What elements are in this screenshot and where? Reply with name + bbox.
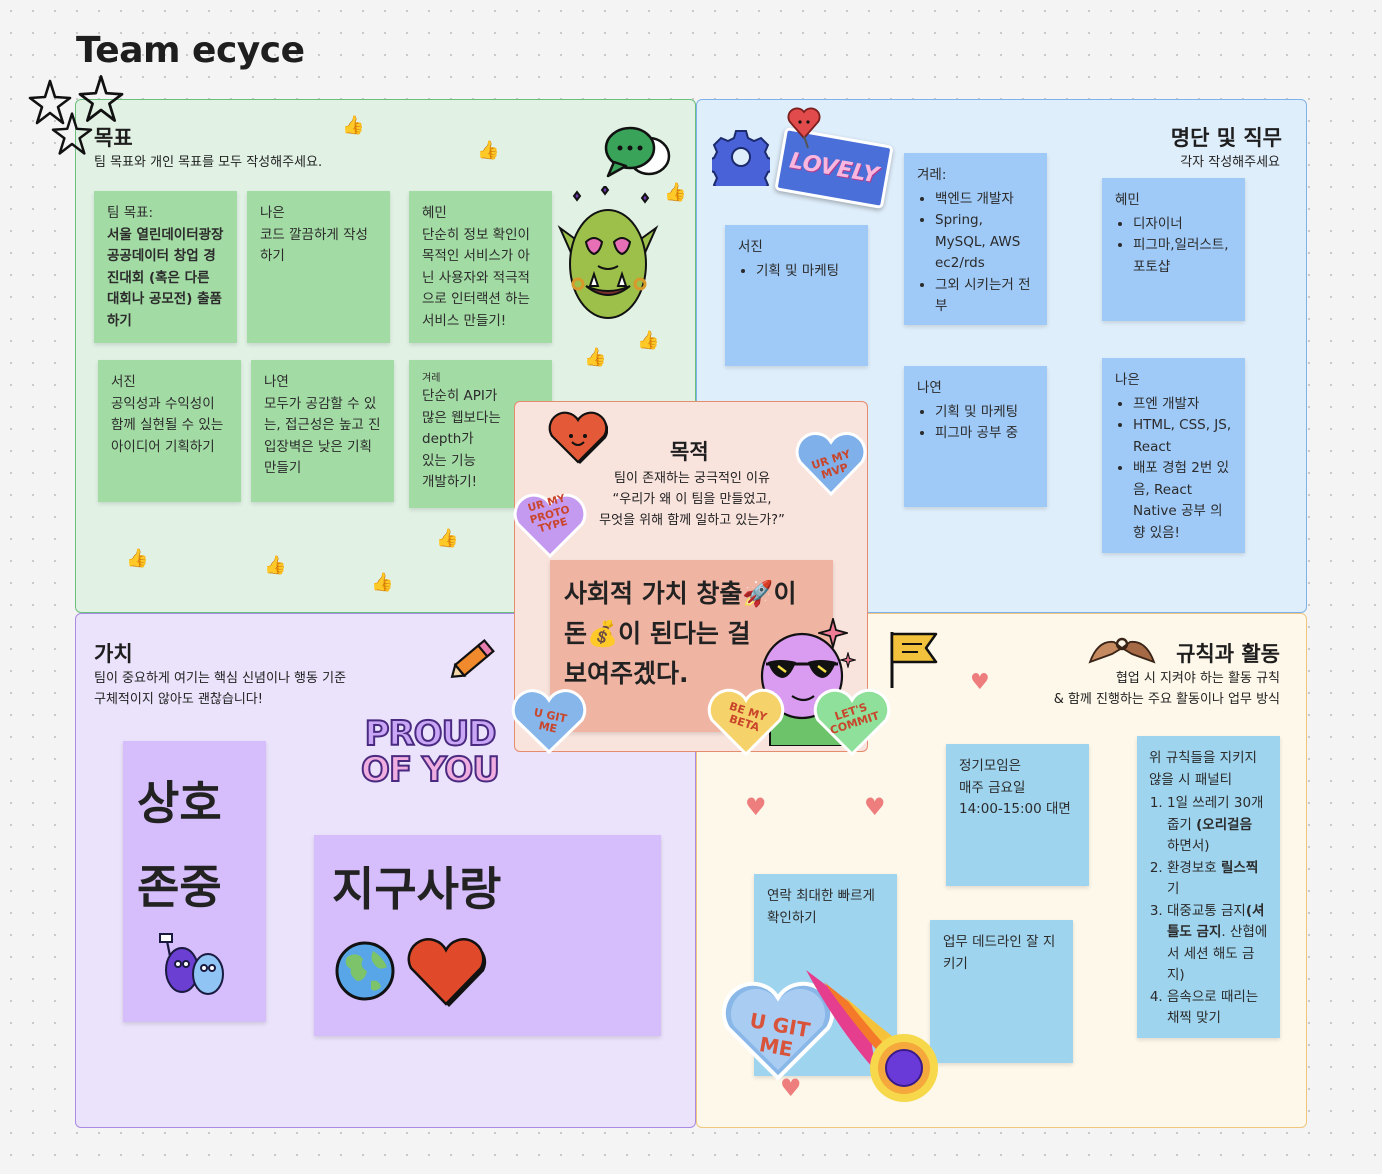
heart-icon: ♥ — [745, 793, 767, 821]
thumbs-up-icon: 👍 — [342, 115, 365, 136]
rules-subtitle-1: 협업 시 지켜야 하는 활동 규칙 — [1115, 671, 1280, 686]
sticky-note[interactable]: 나은 프엔 개발자 HTML, CSS, JS, React 배포 경험 2번 … — [1102, 358, 1245, 553]
rules-title: 규칙과 활동 — [1176, 642, 1280, 666]
value-subtitle-2: 구체적이지 않아도 괜찮습니다! — [94, 692, 263, 707]
sparkle-icon — [818, 618, 848, 648]
team-section: 명단 및 직무 각자 작성해주세요 서진 기획 및 마케팅 겨레: 백엔드 개발… — [696, 99, 1307, 613]
flag-icon — [890, 632, 938, 688]
goal-title: 목표 — [94, 126, 133, 150]
monster-pair-sticker-icon — [159, 933, 224, 995]
thumbs-up-icon: 👍 — [126, 548, 149, 569]
team-title: 명단 및 직무 — [1170, 126, 1282, 150]
goal-subtitle: 팀 목표와 개인 목표를 모두 작성해주세요. — [94, 155, 323, 170]
sticky-note[interactable]: 겨레 단순히 API가 많은 웹보다는 depth가 있는 기능 개발하기! — [409, 360, 552, 508]
sticky-note[interactable]: 정기모임은 매주 금요일 14:00-15:00 대면 — [946, 744, 1089, 886]
thumbs-up-icon: 👍 — [584, 347, 607, 368]
globe-icon — [335, 941, 395, 1001]
ur-my-proto-type-heart-sticker — [513, 493, 587, 559]
sticky-note[interactable]: 업무 데드라인 잘 지키기 — [930, 920, 1073, 1063]
purpose-subtitle-1: 팀이 존재하는 궁극적인 이유 — [614, 471, 770, 486]
goblin-sticker-icon — [557, 186, 659, 319]
team-subtitle: 각자 작성해주세요 — [1180, 155, 1280, 170]
value-title: 가치 — [94, 642, 133, 666]
u-git-me-heart-sticker — [511, 689, 587, 755]
sparkle-icon — [840, 652, 856, 668]
sticky-note[interactable]: 나연 모두가 공감할 수 있는, 접근성은 높고 진입장벽은 낮은 기획 만들기 — [251, 360, 394, 502]
sticky-note[interactable]: 지구사랑 — [314, 835, 661, 1036]
be-my-beta-heart-sticker — [707, 688, 785, 757]
value-subtitle-1: 팀이 중요하게 여기는 핵심 신념이나 행동 기준 — [94, 671, 347, 686]
thumbs-up-icon: 👍 — [371, 572, 394, 593]
pushpin-heart-icon — [787, 107, 821, 149]
heart-icon: ♥ — [864, 793, 886, 821]
goal-section: 목표 팀 목표와 개인 목표를 모두 작성해주세요. 팀 목표: 서울 열린데이… — [75, 99, 696, 613]
heart-icon — [407, 938, 487, 1007]
sticky-note[interactable]: 혜민 디자이너 피그마,일러스트,포토샵 — [1102, 178, 1245, 321]
thumbs-up-icon: 👍 — [477, 140, 500, 161]
sticky-note[interactable]: 위 규칙들을 지키지 않을 시 패널티 1일 쓰레기 30개 줍기 (오리걸음 … — [1137, 736, 1280, 1038]
thumbs-up-icon: 👍 — [264, 555, 287, 576]
comet-icon — [806, 970, 938, 1102]
purpose-title: 목적 — [670, 440, 709, 464]
thumbs-up-icon: 👍 — [637, 330, 660, 351]
proud-of-you-sticker: PROUD OF YOU — [360, 714, 501, 790]
heart-icon: ♥ — [970, 670, 990, 695]
sticky-note[interactable]: 겨레: 백엔드 개발자 Spring, MySQL, AWS ec2/rds 그… — [904, 153, 1047, 325]
sticky-note[interactable]: 서진 기획 및 마케팅 — [725, 225, 868, 366]
sticky-note[interactable]: 나은 코드 깔끔하게 작성하기 — [247, 191, 390, 343]
speech-bubbles-icon — [604, 126, 671, 178]
pinky-promise-icon — [1088, 637, 1156, 664]
purpose-subtitle-2: “우리가 왜 이 팀을 만들었고, — [612, 492, 772, 507]
sticky-note[interactable]: 팀 목표: 서울 열린데이터광장 공공데이터 창업 경진대회 (혹은 다른 대회… — [94, 191, 237, 343]
sticky-note[interactable]: 나연 기획 및 마케팅 피그마 공부 중 — [904, 366, 1047, 507]
sticky-note[interactable]: 서진 공익성과 수익성이 함께 실현될 수 있는 아이디어 기획하기 — [98, 360, 241, 502]
thumbs-up-icon: 👍 — [436, 528, 459, 549]
ur-my-mvp-heart-sticker — [795, 432, 867, 497]
board-title: Team ecyce — [76, 30, 305, 71]
pencil-icon — [450, 638, 495, 678]
rules-subtitle-2: & 함께 진행하는 주요 활동이나 업무 방식 — [1053, 692, 1280, 707]
purpose-subtitle-3: 무엇을 위해 함께 일하고 있는가?” — [599, 513, 785, 528]
thumbs-up-icon: 👍 — [664, 182, 687, 203]
star-doodle-icon — [28, 75, 124, 155]
heart-face-icon — [548, 411, 608, 464]
lets-commit-heart-sticker — [813, 688, 891, 757]
heart-icon: ♥ — [780, 1074, 802, 1102]
sticky-note[interactable]: 혜민 단순히 정보 확인이 목적인 서비스가 아닌 사용자와 적극적으로 인터랙… — [409, 191, 552, 343]
gear-icon — [712, 130, 770, 186]
